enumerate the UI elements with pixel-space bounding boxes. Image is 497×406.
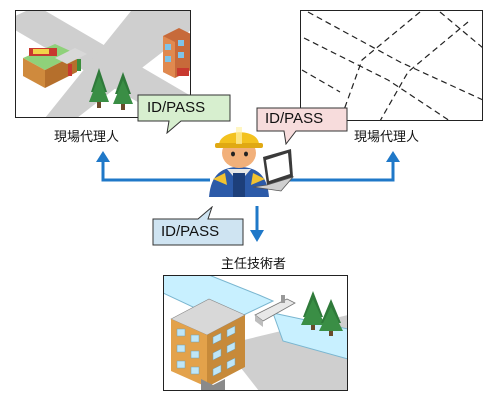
site-panel-bottom [163, 275, 348, 391]
tree-icon [89, 68, 109, 108]
worker-icon [205, 121, 297, 199]
bridge-icon [254, 295, 296, 327]
tree-icon [319, 299, 343, 336]
id-pass-bubble-bottom: ID/PASS [152, 206, 244, 246]
bubble-text: ID/PASS [147, 99, 206, 116]
id-pass-bubble-top-right: ID/PASS [256, 107, 348, 145]
chief-engineer-label: 主任技術者 [221, 257, 287, 272]
apartment-building-icon [170, 298, 246, 391]
arrow-head-right [386, 151, 400, 162]
laptop-icon [252, 149, 295, 192]
agent-label-left: 現場代理人 [54, 130, 120, 145]
bubble-text: ID/PASS [265, 110, 324, 127]
gas-station-icon [23, 44, 87, 88]
arrow-head-left [96, 151, 110, 162]
id-pass-bubble-top-left: ID/PASS [137, 94, 231, 134]
tree-icon [113, 72, 133, 110]
arrow-head-down [250, 230, 264, 242]
map-panel-right [300, 10, 483, 121]
map-panel-left [15, 10, 191, 118]
building-icon [163, 28, 191, 78]
bubble-text: ID/PASS [161, 223, 220, 240]
tree-icon [301, 291, 325, 330]
agent-label-right: 現場代理人 [354, 130, 420, 145]
